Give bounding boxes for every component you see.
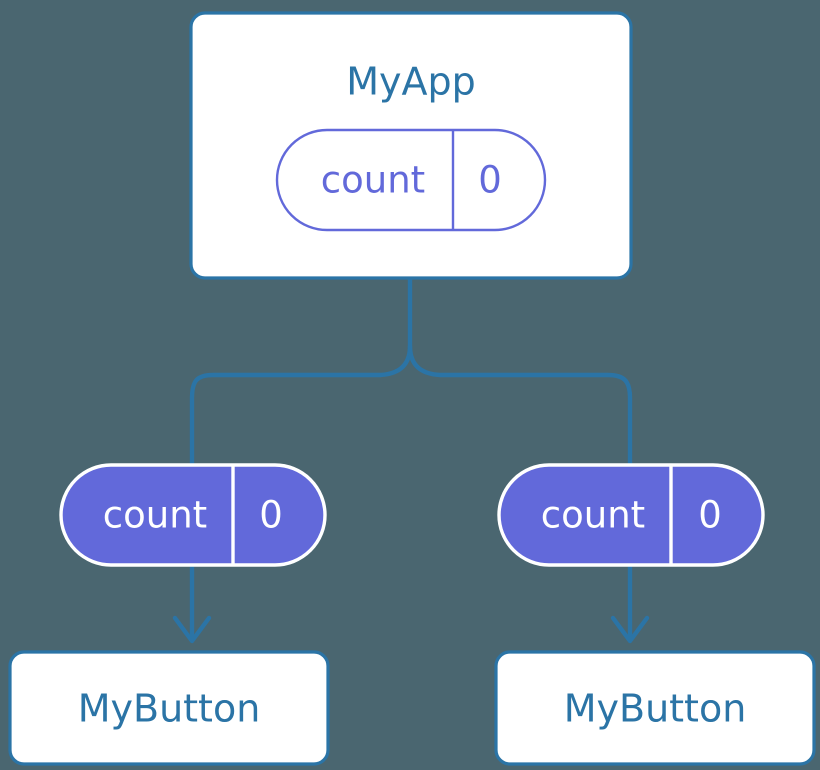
mybutton-right-card-surface[interactable] (494, 650, 816, 766)
connector-drop-left (189, 372, 214, 466)
myapp-state-chip-key: count (321, 159, 425, 202)
left-branch-state-chip-value: 0 (259, 494, 283, 537)
left-branch-state-chip-surface[interactable] (59, 463, 327, 567)
connector-group (172, 278, 650, 644)
left-branch-state-chip-key: count (103, 494, 207, 537)
node-mybutton-left[interactable]: MyButton (8, 650, 330, 766)
node-mybutton-right[interactable]: MyButton (494, 650, 816, 766)
right-branch-state-chip-value: 0 (698, 494, 722, 537)
mybutton-left-card-surface[interactable] (8, 650, 330, 766)
connector-drop-right (607, 372, 633, 466)
myapp-state-chip[interactable]: count 0 (275, 128, 547, 232)
connector-fork-right (407, 345, 608, 378)
myapp-state-chip-value: 0 (478, 159, 502, 202)
left-branch-state-chip[interactable]: count 0 (59, 463, 327, 567)
arrow-head-right-icon (610, 615, 650, 644)
myapp-state-chip-surface[interactable] (275, 128, 547, 232)
mybutton-left-title: MyButton (78, 687, 261, 731)
right-branch-state-chip-key: count (541, 494, 645, 537)
node-myapp[interactable]: MyApp count 0 (189, 11, 633, 280)
connector-fork-left (213, 345, 413, 378)
right-branch-state-chip-surface[interactable] (497, 463, 765, 567)
myapp-title: MyApp (346, 60, 476, 104)
right-branch-state-chip[interactable]: count 0 (497, 463, 765, 567)
arrow-head-left-icon (172, 615, 212, 644)
mybutton-right-title: MyButton (564, 687, 747, 731)
